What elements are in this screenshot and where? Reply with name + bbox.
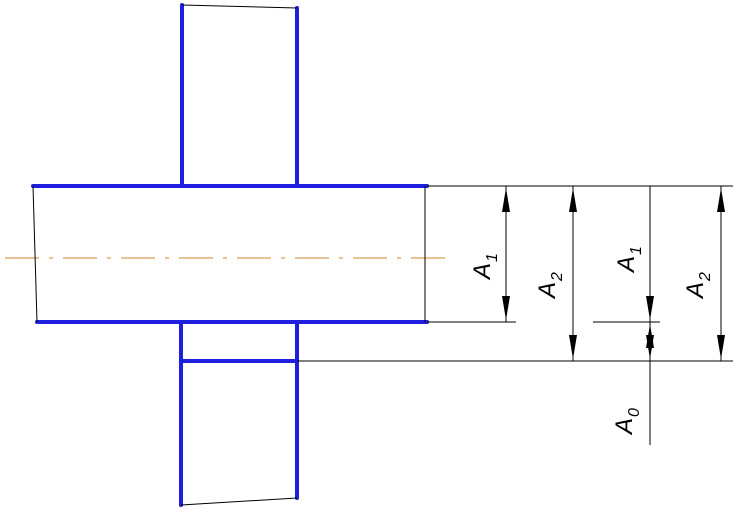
shaft-body (31, 184, 429, 324)
label-a0: A0 (611, 408, 643, 436)
extension-lines (297, 185, 733, 362)
lower-flange (179, 320, 299, 507)
label-a2-right: A2 (682, 272, 714, 300)
label-a1-right: A1 (613, 246, 645, 274)
dimension-line-a2-left (569, 186, 577, 361)
label-a1-left: A1 (469, 253, 501, 281)
dimension-line-a2-right (717, 186, 725, 361)
dimension-line-a1-left (502, 186, 510, 322)
label-a2-left: A2 (534, 272, 566, 300)
upper-flange (180, 3, 299, 188)
dimension-line-a1-right (646, 186, 654, 445)
